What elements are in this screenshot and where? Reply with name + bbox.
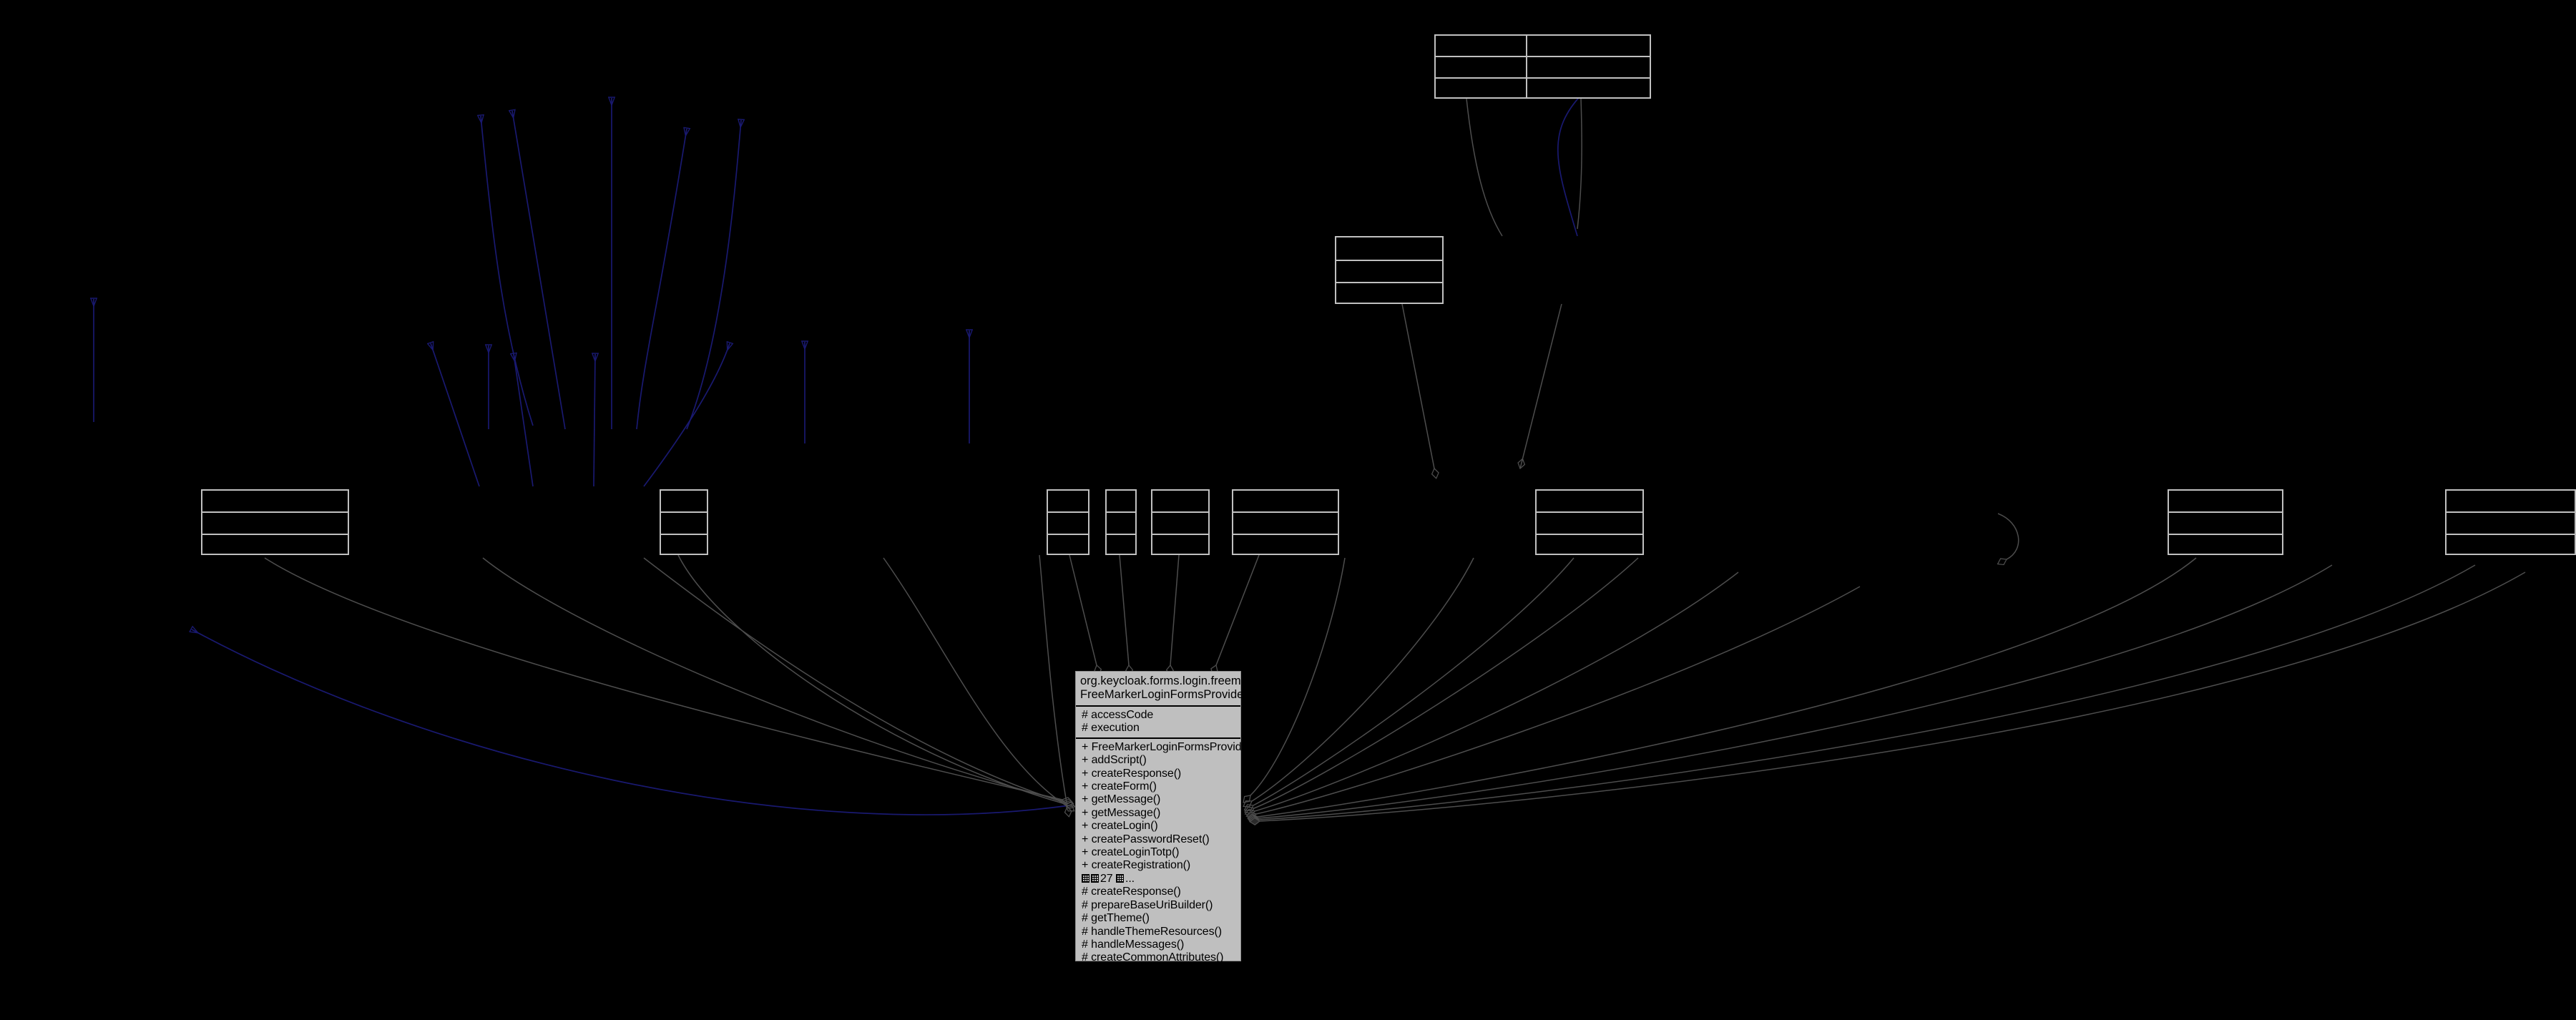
node-operation-compartment <box>1152 535 1208 555</box>
node-title-compartment <box>202 491 348 513</box>
class-node-stub[interactable] <box>2445 489 2576 555</box>
operation-item: + FreeMarkerLoginFormsProvider() <box>1082 740 1259 753</box>
missing-glyph-icon <box>1091 873 1099 883</box>
node-attribute-compartment <box>1527 57 1650 79</box>
node-title-compartment <box>1107 491 1135 513</box>
class-operation-compartment: + FreeMarkerLoginFormsProvider() + addSc… <box>1076 739 1259 1020</box>
class-simple-name: FreeMarkerLoginFormsProvider <box>1080 688 1248 701</box>
node-attribute-compartment <box>1107 513 1135 535</box>
node-attribute-compartment <box>1537 513 1642 535</box>
node-operation-compartment <box>1436 79 1526 99</box>
class-node-stub[interactable] <box>1151 489 1210 555</box>
node-operation-compartment <box>1048 535 1088 555</box>
node-attribute-compartment <box>1336 261 1442 283</box>
operation-item: # setMessage() <box>1082 978 1160 991</box>
operation-item: # handleThemeResources() <box>1082 925 1222 938</box>
operation-item: # createCommonAttributes() <box>1082 951 1224 964</box>
node-attribute-compartment <box>1152 513 1208 535</box>
operation-item: # getTheme() <box>1082 912 1150 925</box>
node-attribute-compartment <box>2447 513 2575 535</box>
operation-item: # handleMessages() <box>1082 938 1185 951</box>
missing-glyph-icon <box>1115 873 1124 883</box>
more-members-count: 27 <box>1100 872 1113 885</box>
operation-item: + createRegistration() <box>1082 859 1191 872</box>
node-title-compartment <box>1048 491 1088 513</box>
operation-item: + createResponse() <box>1082 767 1182 780</box>
class-node-stub[interactable] <box>1335 236 1444 304</box>
node-attribute-compartment <box>202 513 348 535</box>
node-operation-compartment <box>1107 535 1135 555</box>
node-title-compartment <box>1233 491 1338 513</box>
node-title-compartment <box>2169 491 2282 513</box>
node-attribute-compartment <box>1048 513 1088 535</box>
node-operation-compartment <box>1233 535 1338 555</box>
class-node-stub[interactable] <box>2168 489 2283 555</box>
operation-item: # getFirstMessageUnformatted() <box>1082 991 1245 1004</box>
operation-item: + getMessage() <box>1082 806 1161 819</box>
node-attribute-compartment <box>1436 57 1526 79</box>
class-package-name: org.keycloak.forms.login.freemarker. <box>1080 675 1270 687</box>
main-class-node[interactable]: org.keycloak.forms.login.freemarker. Fre… <box>1075 671 1270 1016</box>
class-node-stub[interactable] <box>201 489 349 555</box>
attribute-item: # execution <box>1082 722 1140 735</box>
node-title-compartment <box>661 491 707 513</box>
missing-glyph-icon <box>1082 873 1089 883</box>
node-title-compartment <box>1152 491 1208 513</box>
class-node-stub[interactable] <box>1232 489 1339 555</box>
node-attribute-compartment <box>2169 513 2282 535</box>
operation-item: # processTemplate() <box>1082 964 1185 977</box>
node-operation-compartment <box>1527 79 1650 99</box>
node-title-compartment <box>1537 491 1642 513</box>
operation-item: # createResponse() <box>1082 886 1181 898</box>
node-operation-compartment <box>202 535 348 555</box>
operation-item: + createForm() <box>1082 780 1157 793</box>
more-members-indicator[interactable]: 27 ... <box>1082 873 1236 886</box>
node-title-compartment <box>1336 237 1442 261</box>
node-title-compartment <box>1527 36 1650 57</box>
operation-item: + createPasswordReset() <box>1082 833 1210 845</box>
node-operation-compartment <box>1336 283 1442 304</box>
more-members-suffix: ... <box>1125 872 1135 885</box>
operation-item: # prepareBaseUriBuilder() <box>1082 898 1213 911</box>
operation-item: + getMessage() <box>1082 793 1161 806</box>
class-node-stub[interactable] <box>1047 489 1089 555</box>
class-node-stub[interactable] <box>1526 34 1651 99</box>
node-operation-compartment <box>1537 535 1642 555</box>
node-attribute-compartment <box>661 513 707 535</box>
operation-item: + addScript() <box>1082 754 1147 767</box>
node-title-compartment <box>1436 36 1526 57</box>
node-title-compartment <box>2447 491 2575 513</box>
attribute-item: # accessCode <box>1082 709 1154 721</box>
operation-item: + createLogin() <box>1082 820 1158 833</box>
class-title-compartment: org.keycloak.forms.login.freemarker. Fre… <box>1076 672 1270 707</box>
diagram-edges <box>0 0 2526 961</box>
operation-item: + createLoginTotp() <box>1082 846 1180 859</box>
operation-item: # formatMessage() <box>1082 1004 1177 1016</box>
class-node-stub[interactable] <box>660 489 708 555</box>
class-node-stub[interactable] <box>1535 489 1644 555</box>
node-attribute-compartment <box>1233 513 1338 535</box>
class-node-stub[interactable] <box>1434 34 1527 99</box>
class-node-stub[interactable] <box>1105 489 1137 555</box>
class-attribute-compartment: # accessCode # execution <box>1076 707 1240 739</box>
node-operation-compartment <box>2169 535 2282 555</box>
node-operation-compartment <box>661 535 707 555</box>
node-operation-compartment <box>2447 535 2575 555</box>
